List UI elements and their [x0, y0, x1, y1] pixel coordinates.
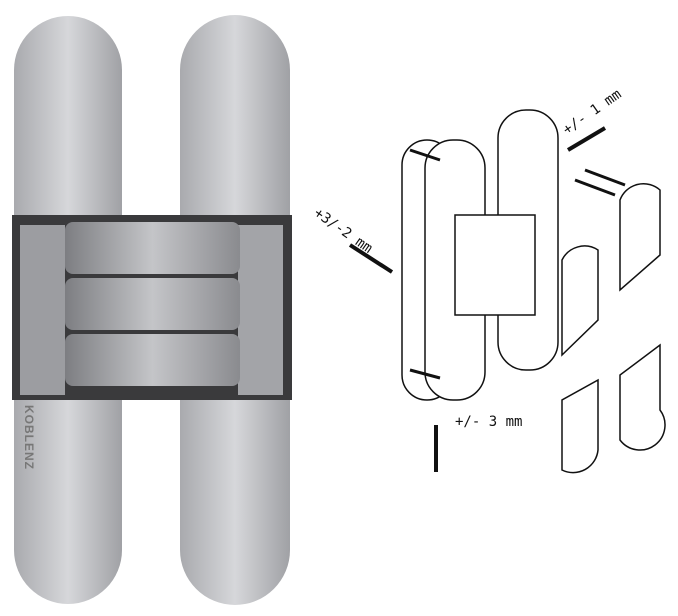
- knuckle-middle: [65, 278, 240, 330]
- hinge-photo: [12, 15, 292, 605]
- right-leaf-top: [180, 15, 290, 215]
- cover-caps: [561, 183, 666, 474]
- knuckle-bottom: [65, 334, 240, 386]
- right-leaf-bottom: [180, 400, 290, 605]
- adjustment-diagram: [348, 109, 666, 474]
- brand-logo: KOBLENZ: [22, 405, 36, 470]
- knuckle-top: [65, 222, 240, 274]
- screws: [409, 148, 626, 380]
- double-arrow-icon: [348, 126, 607, 472]
- height-adjustment-label: +/- 3 mm: [455, 414, 523, 430]
- left-leaf-top: [14, 16, 122, 215]
- left-leaf-bottom: [14, 400, 122, 604]
